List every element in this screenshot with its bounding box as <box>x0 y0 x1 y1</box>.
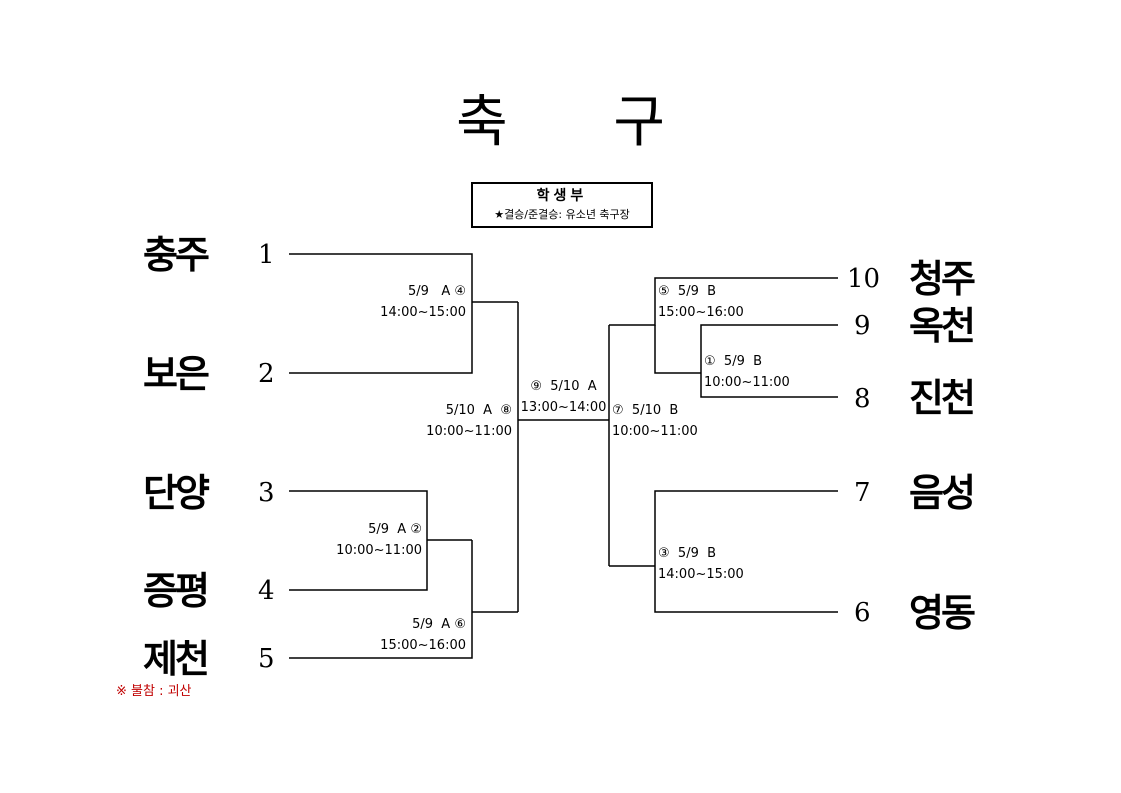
match-time-4: 14:00~15:00 <box>380 305 466 320</box>
team-name-right-7: 음성 <box>909 471 976 515</box>
absence-note: ※ 불참 : 괴산 <box>116 684 192 699</box>
match-time-3: 14:00~15:00 <box>658 567 744 582</box>
match-time-5: 15:00~16:00 <box>658 305 744 320</box>
bracket-line-m1 <box>700 324 838 398</box>
match-date-8: 5/10 A ⑧ <box>445 403 512 418</box>
match-date-2: 5/9 A ② <box>368 522 422 537</box>
match-date-7: ⑦ 5/10 B <box>612 403 679 418</box>
match-date-1: ① 5/9 B <box>704 354 763 369</box>
team-name-right-8: 진천 <box>909 376 976 420</box>
team-name-right-10: 청주 <box>909 257 976 301</box>
match-time-6: 15:00~16:00 <box>380 638 466 653</box>
match-label-5: ⑤ 5/9 B 15:00~16:00 <box>658 281 744 323</box>
team-name-left-3: 단양 <box>143 471 210 515</box>
team-name-left-5: 제천 <box>143 637 210 681</box>
match-date-3: ③ 5/9 B <box>658 546 717 561</box>
match-label-4: 5/9 A ④ 14:00~15:00 <box>360 281 466 323</box>
match-label-9: ⑨ 5/10 A 13:00~14:00 <box>518 376 609 418</box>
match-time-8: 10:00~11:00 <box>426 424 512 439</box>
seed-right-9: 9 <box>854 311 871 341</box>
match-date-9: ⑨ 5/10 A <box>530 379 597 394</box>
page-title: 축 구 <box>456 90 709 155</box>
seed-left-3: 3 <box>258 478 275 508</box>
team-name-right-9: 옥천 <box>909 304 976 348</box>
match-time-7: 10:00~11:00 <box>612 424 698 439</box>
bracket-line-m5 <box>609 277 838 326</box>
bracket-line-left-1 <box>289 253 473 374</box>
bracket-line-m3 <box>654 490 838 613</box>
match-time-1: 10:00~11:00 <box>704 375 790 390</box>
division-box: 학생부 ★결승/준결승: 유소년 축구장 <box>471 182 653 228</box>
match-date-4: 5/9 A ④ <box>408 284 466 299</box>
final-venue-note: ★결승/준결승: 유소년 축구장 <box>494 208 630 221</box>
seed-right-7: 7 <box>854 478 871 508</box>
seed-right-6: 6 <box>854 598 871 628</box>
bracket-line-m5-low <box>654 325 701 374</box>
team-name-right-6: 영동 <box>909 591 976 635</box>
match-time-9: 13:00~14:00 <box>520 400 607 415</box>
match-label-6: 5/9 A ⑥ 15:00~16:00 <box>360 614 466 656</box>
match-time-2: 10:00~11:00 <box>336 543 422 558</box>
seed-left-1: 1 <box>258 240 275 270</box>
team-name-left-2: 보은 <box>143 352 210 396</box>
seed-left-4: 4 <box>258 576 275 606</box>
division-heading: 학생부 <box>536 188 588 204</box>
match-label-2: 5/9 A ② 10:00~11:00 <box>316 519 422 561</box>
match-date-6: 5/9 A ⑥ <box>412 617 466 632</box>
seed-left-2: 2 <box>258 359 275 389</box>
match-label-1: ① 5/9 B 10:00~11:00 <box>704 351 790 393</box>
seed-right-8: 8 <box>854 384 871 414</box>
match-date-5: ⑤ 5/9 B <box>658 284 717 299</box>
team-name-left-4: 증평 <box>143 569 210 613</box>
seed-left-5: 5 <box>258 644 275 674</box>
seed-right-10: 10 <box>847 264 881 294</box>
bracket-line-m6 <box>289 540 473 659</box>
match-label-3: ③ 5/9 B 14:00~15:00 <box>658 543 744 585</box>
match-label-7: ⑦ 5/10 B 10:00~11:00 <box>612 400 698 442</box>
match-label-8: 5/10 A ⑧ 10:00~11:00 <box>406 400 512 442</box>
team-name-left-1: 충주 <box>143 233 210 277</box>
